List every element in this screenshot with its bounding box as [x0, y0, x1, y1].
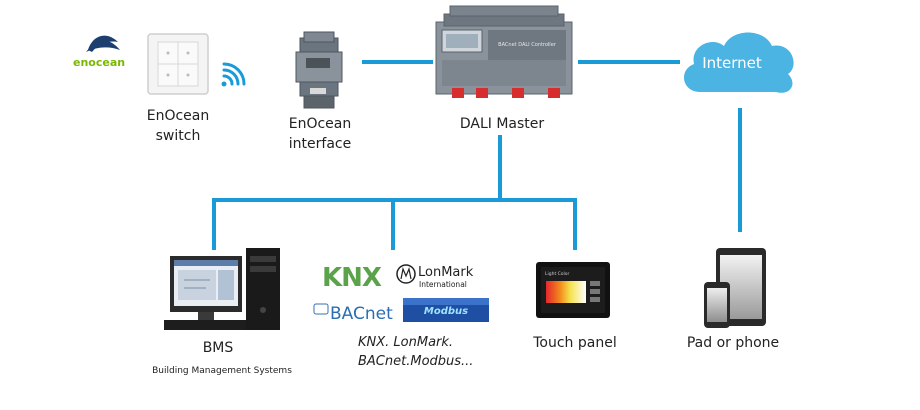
wifi-signal-icon	[221, 62, 246, 87]
dali-master-label: DALI Master	[460, 116, 545, 132]
lonmark-logo-icon: LonMark International	[396, 264, 474, 289]
connector-lines	[212, 60, 742, 250]
modbus-logo-text: Modbus	[424, 306, 468, 317]
knx-logo-icon: KNX	[322, 263, 383, 293]
wall-switch-icon[interactable]	[147, 33, 209, 95]
enocean-interface-label-2: interface	[289, 136, 351, 152]
internet-label: Internet	[702, 54, 762, 72]
bms-sublabel: Building Management Systems	[152, 366, 292, 376]
bacnet-logo-text: BACnet	[330, 304, 393, 324]
pad-phone-label: Pad or phone	[687, 335, 779, 351]
protocols-caption-2: BACnet.Modbus...	[358, 354, 473, 369]
lonmark-logo-text-1: LonMark	[418, 265, 474, 280]
modbus-logo-icon: Modbus	[403, 298, 489, 322]
dali-device-text: BACnet DALI Controller	[498, 42, 557, 48]
bacnet-logo-icon: BACnet	[313, 303, 393, 324]
enocean-interface-label-1: EnOcean	[289, 116, 352, 132]
bms-label: BMS	[203, 340, 234, 356]
cloud-icon[interactable]: Internet	[683, 32, 794, 93]
desktop-computer-icon[interactable]	[164, 248, 280, 330]
din-rail-module-icon[interactable]	[295, 31, 343, 109]
touch-panel-screen-text: Light Color	[545, 271, 570, 277]
enocean-logo-text: enocean	[73, 56, 125, 69]
enocean-switch-label-1: EnOcean	[147, 108, 210, 124]
knx-logo-text: KNX	[322, 263, 382, 293]
enocean-switch-label-2: switch	[156, 128, 201, 144]
lonmark-logo-text-2: International	[419, 280, 467, 289]
touch-panel-label: Touch panel	[532, 335, 616, 351]
dali-controller-icon[interactable]: BACnet DALI Controller	[435, 5, 573, 98]
touch-panel-icon[interactable]: Light Color	[536, 262, 610, 318]
protocols-caption-1: KNX. LonMark.	[358, 335, 453, 350]
phone-icon[interactable]	[704, 282, 730, 328]
enocean-logo-icon: enocean	[73, 35, 125, 69]
